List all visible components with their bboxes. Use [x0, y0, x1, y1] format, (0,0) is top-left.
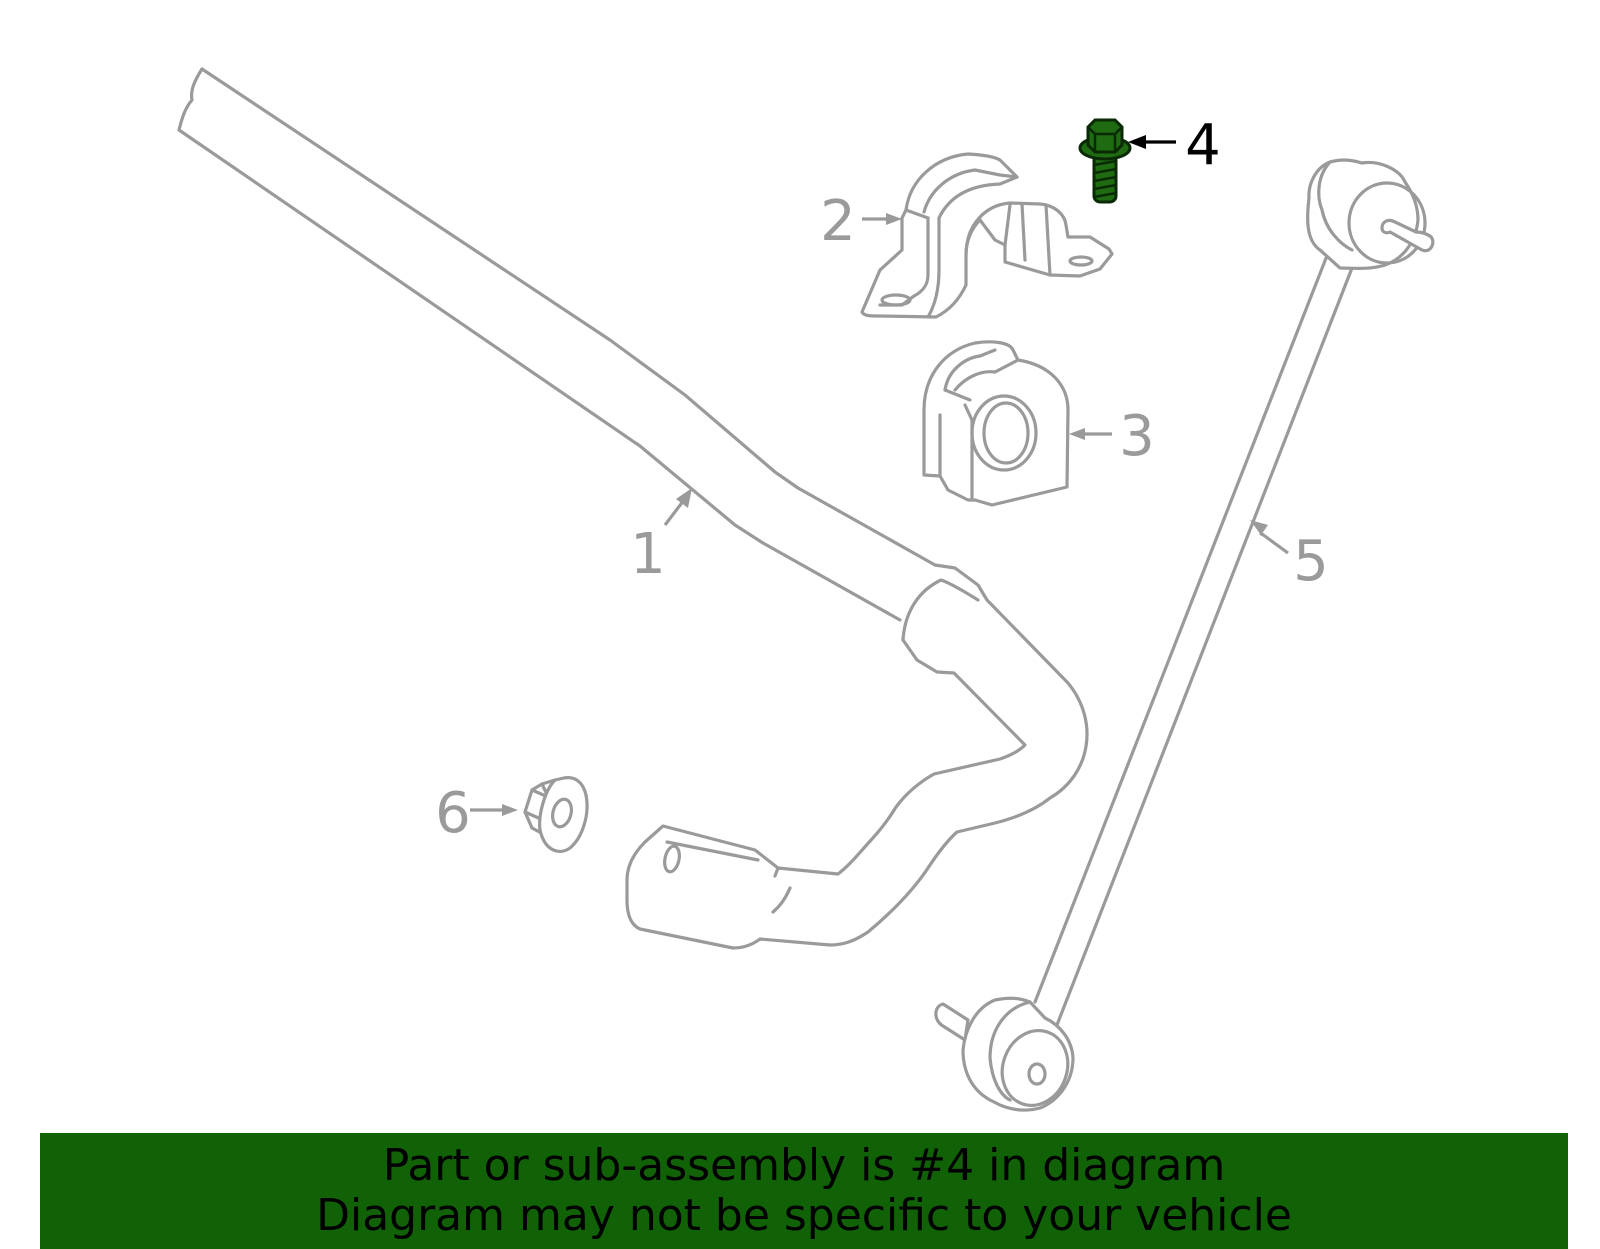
nut[interactable]	[523, 776, 589, 853]
stabilizer-bar[interactable]	[177, 67, 1089, 950]
callout-5: 5	[1250, 520, 1329, 594]
callout-3: 3	[1069, 404, 1155, 469]
callout-label-5: 5	[1293, 529, 1329, 594]
callout-4: 4	[1128, 113, 1221, 178]
callout-label-2: 2	[820, 189, 856, 254]
callout-label-4: 4	[1185, 113, 1221, 178]
parts-diagram: 1 2 3 4 5 6	[177, 67, 1435, 1115]
bolt-part-4[interactable]	[1078, 118, 1132, 204]
stabilizer-bracket[interactable]	[860, 152, 1114, 319]
stabilizer-link[interactable]	[934, 158, 1435, 1115]
callout-1: 1	[630, 488, 692, 587]
callout-label-6: 6	[435, 781, 471, 846]
footer-line-2: Diagram may not be specific to your vehi…	[316, 1190, 1292, 1241]
callout-label-1: 1	[630, 522, 666, 587]
footer-banner: Part or sub-assembly is #4 in diagram Di…	[40, 1133, 1568, 1249]
callout-6: 6	[435, 781, 518, 846]
callout-label-3: 3	[1119, 404, 1155, 469]
stabilizer-bushing[interactable]	[922, 340, 1070, 507]
callout-2: 2	[820, 189, 902, 254]
footer-line-1: Part or sub-assembly is #4 in diagram	[382, 1140, 1226, 1191]
